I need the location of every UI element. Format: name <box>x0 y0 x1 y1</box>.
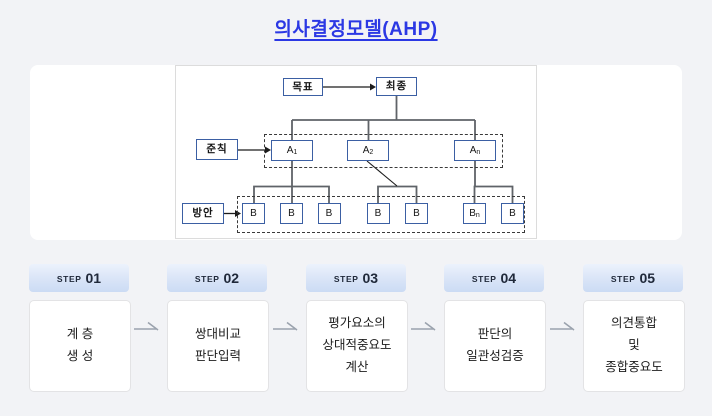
page-title-link[interactable]: 의사결정모델(AHP) <box>274 19 438 40</box>
alternative-node-b4: B <box>366 203 390 224</box>
alternatives-level-dashed-box <box>237 196 525 233</box>
step-03-line: 계산 <box>345 359 369 374</box>
arrow-lines <box>224 83 398 217</box>
alternative-node-b5: B <box>405 203 428 224</box>
step-01-line: 계 층 <box>66 327 94 342</box>
alternatives-label-box: 방안 <box>182 203 224 224</box>
step-flow-arrow-icon <box>273 321 298 331</box>
step-05-line: 종합중요도 <box>605 359 663 374</box>
step-04-line: 판단의 <box>477 327 513 342</box>
step-05-line: 및 <box>628 338 640 353</box>
final-box: 최종 <box>376 77 417 96</box>
step-05-line: 의견통합 <box>610 316 657 331</box>
step-03-header: STEP 03 <box>306 264 406 292</box>
step-04-card: 판단의 일관성검증 <box>444 300 546 392</box>
step-02-header: STEP 02 <box>167 264 267 292</box>
diagram-connectors <box>224 83 514 217</box>
criteria-label-box: 준칙 <box>196 139 238 160</box>
step-flow-arrow-icon <box>134 321 159 331</box>
step-04-header: STEP 04 <box>444 264 544 292</box>
step-02-card: 쌍대비교 판단입력 <box>167 300 269 392</box>
step-flow-arrow-icon <box>411 321 436 331</box>
alternative-node-b2: B <box>280 203 303 224</box>
criteria-level-dashed-box <box>264 134 503 168</box>
goal-box: 목표 <box>283 78 323 96</box>
page-header: 의사결정모델(AHP) <box>0 14 712 41</box>
step-01-card: 계 층 생 성 <box>29 300 131 392</box>
alternative-node-b1: B <box>242 203 265 224</box>
step-02-line: 판단입력 <box>194 349 241 363</box>
step-03-card: 평가요소의 상대적중요도 계산 <box>306 300 408 392</box>
step-01-line: 생 성 <box>66 349 94 363</box>
step-03-line: 평가요소의 <box>328 316 386 331</box>
step-flow-arrow-icon <box>550 321 575 331</box>
tree-lines <box>253 96 514 203</box>
step-03-line: 상대적중요도 <box>322 338 392 353</box>
alternative-node-b7: B <box>501 203 524 224</box>
step-02-line: 쌍대비교 <box>194 327 241 342</box>
step-04-line: 일관성검증 <box>466 349 524 363</box>
a2-diagonal-line <box>366 160 398 187</box>
step-05-header: STEP 05 <box>583 264 683 292</box>
step-01-header: STEP 01 <box>29 264 129 292</box>
alternative-node-b3: B <box>317 203 341 224</box>
step-05-card: 의견통합 및 종합중요도 <box>583 300 685 392</box>
